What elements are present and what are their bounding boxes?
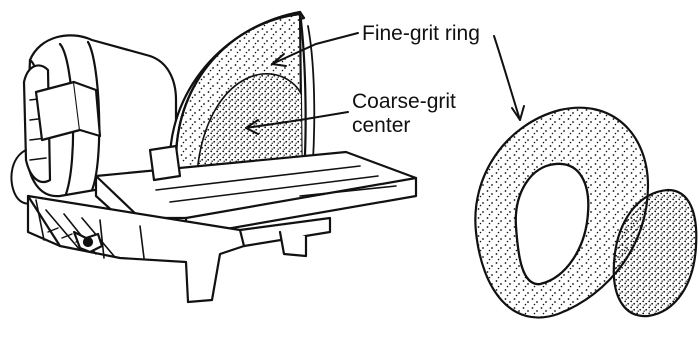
- fine-grit-label: Fine-grit ring: [362, 22, 480, 45]
- disc-sander-illustration: [11, 10, 416, 302]
- coarse-grit-label-line2: center: [352, 114, 410, 137]
- coarse-grit-label-line1: Coarse-grit: [352, 90, 456, 113]
- ring-leader: [494, 36, 520, 120]
